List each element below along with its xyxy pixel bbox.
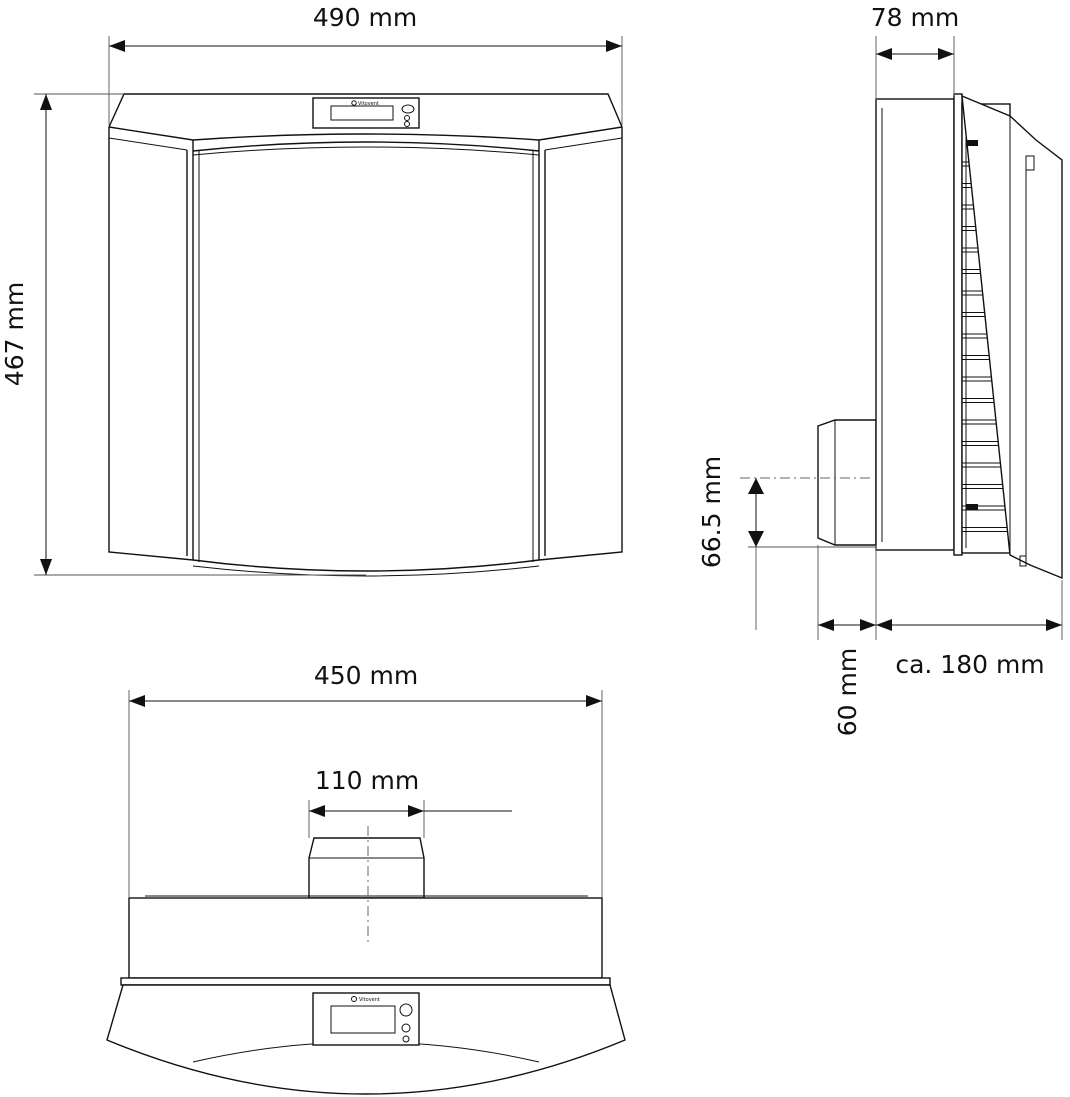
dimension-width-top-label: 450 mm xyxy=(314,661,418,690)
logo-text-front: Vitovent xyxy=(358,101,379,107)
side-view-front-door xyxy=(961,94,1063,580)
dimension-height-front-label: 467 mm xyxy=(0,282,29,386)
top-view: Vitovent xyxy=(106,826,626,1095)
latch-icon xyxy=(966,504,978,510)
dimension-height-front: 467 mm xyxy=(0,94,52,575)
front-view-right-panel-edge xyxy=(538,140,546,560)
logo-icon xyxy=(351,100,357,106)
dimension-duct-diameter-label: 110 mm xyxy=(315,766,419,795)
top-view-duct-spigot xyxy=(308,837,425,899)
control-button-icon xyxy=(404,115,410,121)
top-view-control-panel: Vitovent xyxy=(312,992,420,1046)
logo-icon xyxy=(351,996,357,1002)
side-view-duct-spigot xyxy=(817,419,877,546)
logo-text-top: Vitovent xyxy=(359,997,380,1003)
dimension-depth-total-label: ca. 180 mm xyxy=(895,650,1044,679)
side-view xyxy=(817,93,1063,580)
control-button-icon xyxy=(402,1035,410,1043)
dimension-width-top: 450 mm xyxy=(129,661,602,707)
dimension-duct-axis-height: 66.5 mm xyxy=(697,456,764,568)
dimension-depth-total: ca. 180 mm xyxy=(876,619,1062,679)
dimension-duct-length-label: 60 mm xyxy=(833,648,862,736)
dimension-duct-length: 60 mm xyxy=(818,619,876,736)
dimension-duct-diameter: 110 mm xyxy=(309,766,512,817)
dimension-duct-axis-height-label: 66.5 mm xyxy=(697,456,726,568)
front-view: Vitovent xyxy=(108,93,623,577)
front-view-left-panel-edge xyxy=(186,140,194,560)
dimension-width-front: 490 mm xyxy=(109,3,622,52)
control-button-icon xyxy=(399,1003,413,1017)
control-button-icon xyxy=(401,104,415,114)
top-view-body xyxy=(128,897,603,979)
control-button-icon xyxy=(404,121,410,127)
front-view-top-bevel xyxy=(108,126,623,141)
front-view-control-panel: Vitovent xyxy=(312,97,420,129)
latch-icon xyxy=(966,140,978,146)
control-button-icon xyxy=(401,1023,411,1033)
dimension-width-front-label: 490 mm xyxy=(313,3,417,32)
dimension-depth-body: 78 mm xyxy=(871,3,959,60)
front-view-housing xyxy=(108,93,623,572)
side-view-body xyxy=(875,98,955,551)
dimension-depth-body-label: 78 mm xyxy=(871,3,959,32)
front-view-door-top xyxy=(192,141,540,152)
